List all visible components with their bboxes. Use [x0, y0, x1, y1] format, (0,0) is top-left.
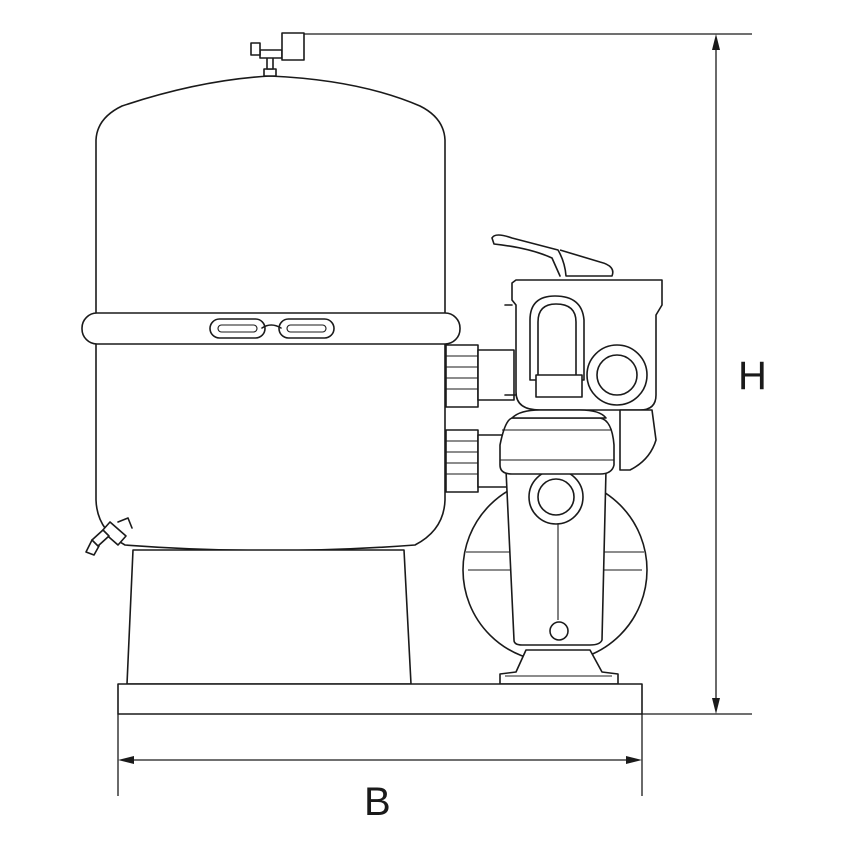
multiport-valve [491, 234, 663, 471]
width-label: B [364, 780, 391, 824]
clamp-slot-left-inner [217, 324, 258, 333]
air-relief-valve [250, 32, 305, 77]
filter-tank [81, 32, 461, 685]
pump-drain-plug [549, 621, 569, 641]
pump-inlet [537, 478, 575, 516]
base-plate [117, 683, 643, 715]
height-dimension: H [304, 33, 767, 715]
width-arrow-right [626, 756, 642, 764]
drain-plug [85, 517, 133, 556]
valve-port [596, 354, 638, 396]
clamp-slot-left [209, 318, 266, 339]
tank-stand [126, 549, 412, 685]
clamp-slot-right [278, 318, 335, 339]
valve-outlet-elbow [619, 409, 657, 471]
valve-handle [491, 234, 614, 277]
tank-lower-body [95, 342, 446, 552]
width-arrow-left [118, 756, 134, 764]
height-arrow-top [712, 34, 720, 50]
height-label: H [738, 354, 767, 398]
pump-foot [499, 649, 619, 685]
height-arrow-bottom [712, 698, 720, 714]
valve-dome [529, 295, 585, 381]
clamp-slot-right-inner [286, 324, 327, 333]
pump-lid-knob [511, 409, 607, 419]
clamp-link [261, 324, 282, 329]
upper-pipe-connector [445, 344, 515, 408]
pump [462, 409, 648, 685]
tank-upper-dome [95, 75, 446, 316]
lower-pipe-connector [445, 429, 509, 493]
pump-lid [499, 417, 615, 475]
pump-basket-housing [505, 469, 607, 646]
valve-neck [535, 374, 583, 398]
width-dimension: B [117, 714, 643, 824]
clamp-band [81, 312, 461, 345]
